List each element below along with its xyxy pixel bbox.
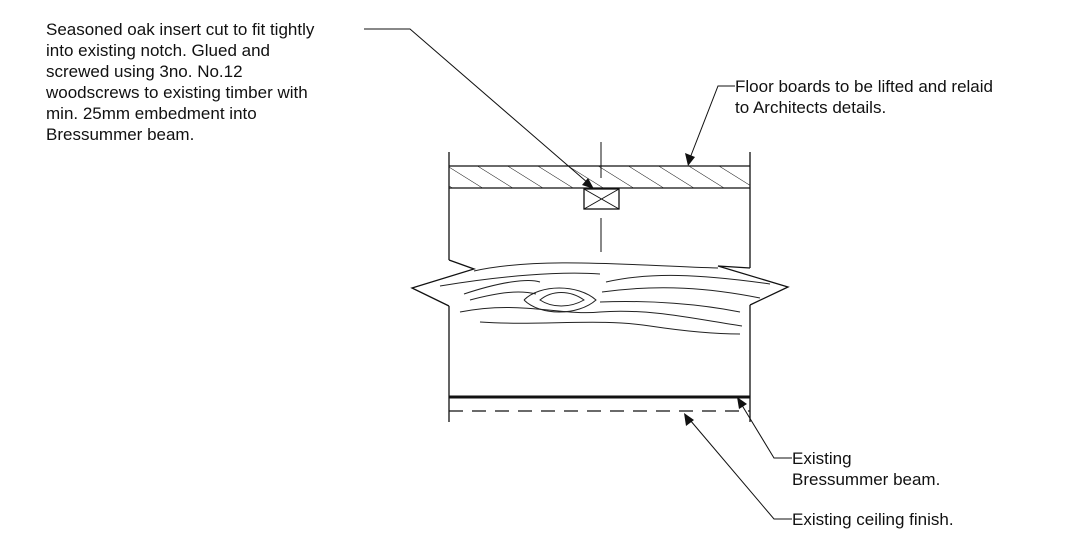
floor-boards-note-line: Floor boards to be lifted and relaid — [735, 77, 993, 96]
arrowhead-icon — [684, 413, 694, 426]
leader-oak-insert — [364, 28, 594, 189]
timber-knot — [539, 292, 585, 307]
bressummer-note: Existing Bressummer beam. — [792, 449, 940, 489]
floor-boards-note: Floor boards to be lifted and relaid to … — [735, 77, 998, 117]
oak-insert-note: Seasoned oak insert cut to fit tightly i… — [45, 20, 319, 144]
leader-bressummer — [737, 397, 792, 459]
oak-insert-note-line: min. 25mm embedment into — [46, 104, 257, 123]
timber-grain — [439, 262, 771, 335]
oak-insert-note-line: into existing notch. Glued and — [46, 41, 270, 60]
leader-ceiling — [684, 413, 792, 520]
oak-insert — [583, 142, 620, 252]
arrowhead-icon — [737, 397, 747, 409]
oak-insert-note-line: woodscrews to existing timber with — [45, 83, 308, 102]
leader-floor-boards — [685, 85, 735, 166]
ceiling-note-line: Existing ceiling finish. — [792, 510, 954, 529]
oak-insert-note-line: screwed using 3no. No.12 — [46, 62, 243, 81]
floor-boards-note-line: to Architects details. — [735, 98, 886, 117]
oak-insert-note-line: Bressummer beam. — [46, 125, 194, 144]
left-break-symbol — [410, 259, 477, 307]
floor-boards — [449, 165, 750, 189]
beam-outline — [410, 152, 790, 422]
bressummer-note-line: Bressummer beam. — [792, 470, 940, 489]
right-break-symbol — [717, 265, 790, 306]
arrowhead-icon — [582, 178, 594, 189]
ceiling-note: Existing ceiling finish. — [792, 510, 954, 529]
bressummer-note-line: Existing — [792, 449, 852, 468]
arrowhead-icon — [685, 153, 695, 166]
oak-insert-note-line: Seasoned oak insert cut to fit tightly — [46, 20, 315, 39]
